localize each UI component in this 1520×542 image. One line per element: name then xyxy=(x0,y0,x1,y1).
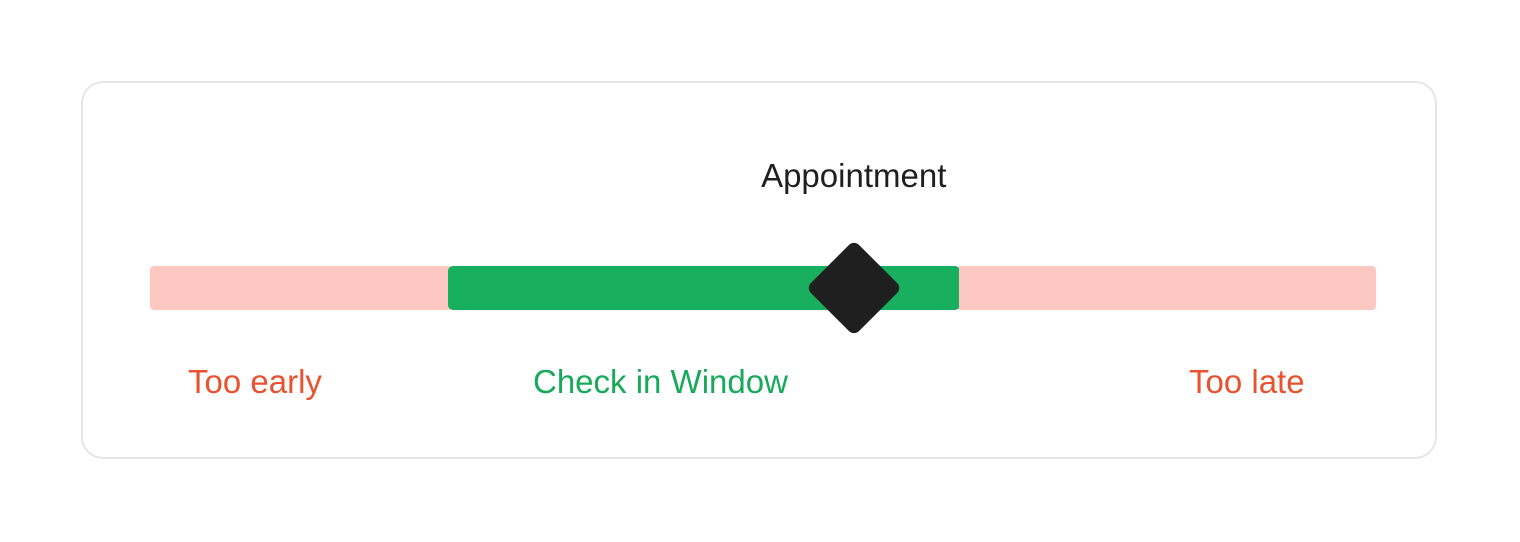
too-early-label: Too early xyxy=(188,363,322,400)
check-in-window-label: Check in Window xyxy=(533,363,788,400)
too-late-segment xyxy=(959,266,1376,310)
timeline-track xyxy=(150,266,1376,310)
too-late-label: Too late xyxy=(1189,363,1305,400)
too-early-segment xyxy=(150,266,450,310)
appointment-label: Appointment xyxy=(761,157,947,194)
